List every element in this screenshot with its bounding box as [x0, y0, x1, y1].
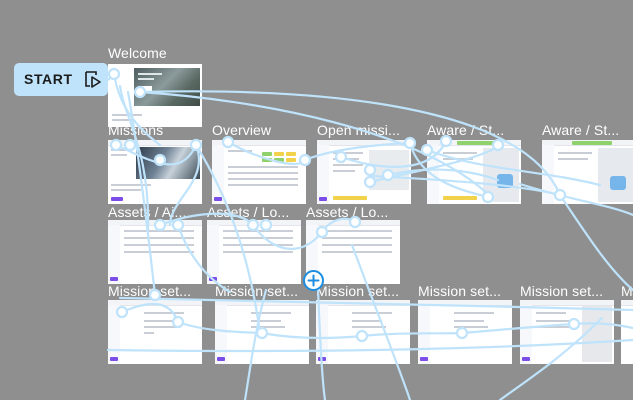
- start-flow-button[interactable]: START: [14, 63, 108, 96]
- plus-circle-icon: [307, 274, 320, 287]
- frame-label-mission-set-4: Mission set...: [418, 283, 502, 299]
- frame-label-aware-2: Aware / St...: [542, 122, 620, 138]
- frame-label-mission-set-3: Mission set...: [316, 283, 400, 299]
- frame-label-welcome: Welcome: [108, 45, 167, 61]
- frame-mission-set-2[interactable]: [215, 300, 309, 364]
- map-panel: [598, 148, 633, 202]
- add-connection-button[interactable]: [303, 270, 324, 291]
- frame-open-mission[interactable]: [317, 140, 411, 204]
- map-panel: [369, 150, 409, 190]
- frame-label-mission-set-2: Mission set...: [215, 283, 299, 299]
- frame-mission-set-3[interactable]: [316, 300, 410, 364]
- frame-missions[interactable]: [108, 140, 202, 204]
- start-label: START: [24, 71, 73, 87]
- frame-assets-2[interactable]: [207, 220, 301, 284]
- frame-mission-set-5[interactable]: [520, 300, 614, 364]
- frame-assets-1[interactable]: [108, 220, 202, 284]
- welcome-cta: [138, 86, 152, 91]
- frame-label-open-mission: Open missi...: [317, 122, 400, 138]
- frame-label-overview: Overview: [212, 122, 272, 138]
- frame-aware-1[interactable]: [427, 140, 521, 204]
- frame-label-missions: Missions: [108, 122, 164, 138]
- frame-label-aware-1: Aware / St...: [427, 122, 505, 138]
- frame-overview[interactable]: [212, 140, 306, 204]
- frame-mission-set-1[interactable]: [108, 300, 202, 364]
- play-flow-icon: [85, 71, 101, 88]
- frame-label-mission-set-5: Mission set...: [520, 283, 604, 299]
- frame-aware-2[interactable]: [542, 140, 633, 204]
- frame-label-assets-1: Assets / Ai...: [108, 204, 187, 220]
- frame-mission-set-6[interactable]: [621, 300, 633, 364]
- frame-label-assets-2: Assets / Lo...: [207, 204, 290, 220]
- frame-welcome[interactable]: [108, 64, 202, 127]
- frame-label-mission-set-6: M: [621, 283, 633, 299]
- frame-label-mission-set-1: Mission set...: [108, 283, 192, 299]
- map-panel: [582, 306, 612, 362]
- frame-label-assets-3: Assets / Lo...: [306, 204, 389, 220]
- missions-image: [136, 147, 200, 179]
- frame-mission-set-4[interactable]: [418, 300, 512, 364]
